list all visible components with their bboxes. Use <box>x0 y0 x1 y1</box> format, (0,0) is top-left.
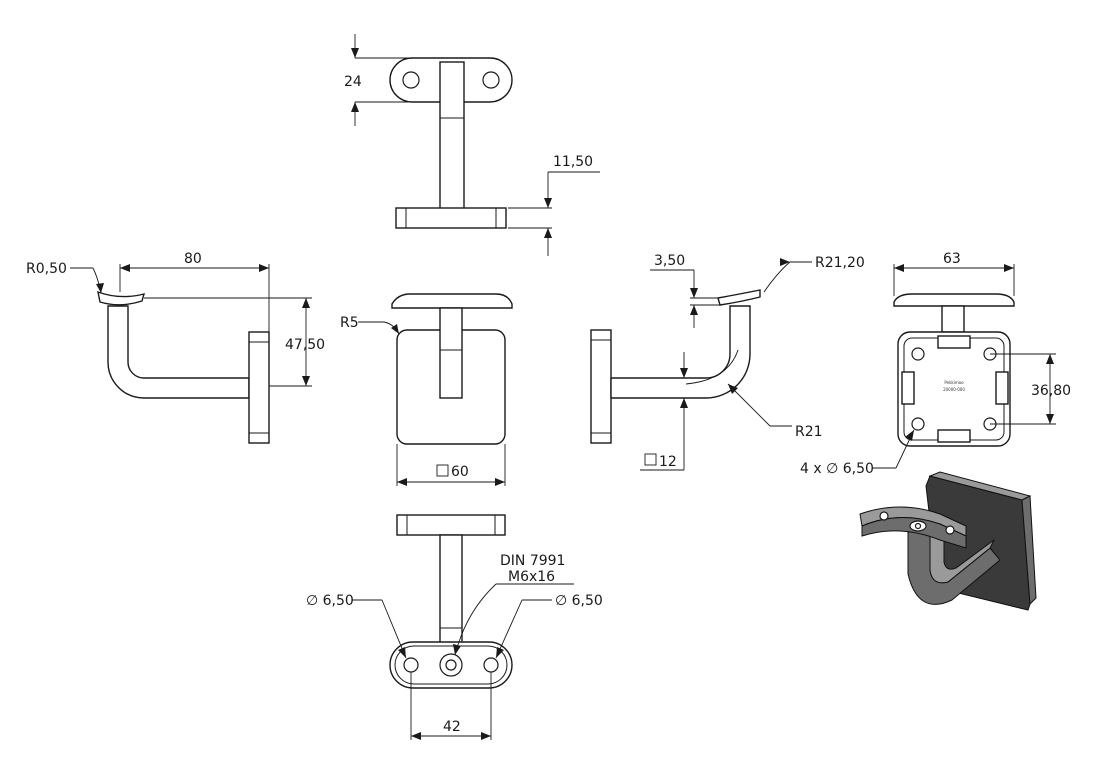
dim-bottom-hole-left: ∅ 6,50 <box>306 593 354 609</box>
right-view-base-plate <box>590 329 612 444</box>
dim-side-radius-small: R0,50 <box>26 261 67 277</box>
dim-bottom-hole-right: ∅ 6,50 <box>555 593 603 609</box>
dim-front-square: 60 <box>451 464 469 480</box>
plate-engraving-line-2: 20000-000 <box>943 387 965 392</box>
bottom-view-hole-left <box>403 657 419 673</box>
dim-far-hole-spacing: 36,80 <box>1031 383 1071 399</box>
top-view-bar <box>439 61 465 213</box>
iso-hole <box>879 511 889 521</box>
bottom-view-base-plate <box>396 514 506 536</box>
dim-bottom-hole-spacing: 42 <box>443 719 461 735</box>
back-view-hole <box>911 347 925 361</box>
front-view-bar <box>439 307 463 399</box>
dim-right-saddle-thickness: 3,50 <box>654 253 685 269</box>
right-view-saddle <box>717 289 761 306</box>
dim-side-length: 80 <box>184 251 202 267</box>
bottom-view-screw-hole <box>445 659 457 671</box>
left-view-arm <box>107 305 250 399</box>
back-view-bar <box>941 305 965 333</box>
top-view-base-plate <box>395 207 507 229</box>
dim-top-height: 24 <box>344 74 362 90</box>
dim-right-bar-square: 12 <box>659 454 677 470</box>
back-view-saddle <box>893 293 1015 307</box>
dim-bottom-screw-standard: DIN 7991 <box>500 553 565 569</box>
iso-hole <box>945 525 955 535</box>
dim-far-width: 63 <box>943 251 961 267</box>
back-view-slot-bottom <box>937 429 971 443</box>
front-view-saddle <box>391 293 513 309</box>
dim-side-height: 47,50 <box>285 337 325 353</box>
front-view: R5 60 <box>340 293 513 486</box>
back-view: Pekkimoo 20000-000 63 36,80 4 x ∅ 6,50 <box>800 251 1071 477</box>
bottom-view-hole-right <box>483 657 499 673</box>
dim-right-radius-inner: R21 <box>795 424 823 440</box>
dim-bottom-screw-size: M6x16 <box>508 569 555 585</box>
dim-top-base-thickness: 11,50 <box>553 154 593 170</box>
left-side-view: 80 R0,50 47,50 <box>26 251 325 444</box>
back-view-slot-top <box>937 335 971 349</box>
dim-far-holes: 4 x ∅ 6,50 <box>800 461 874 477</box>
dim-front-radius: R5 <box>340 315 359 331</box>
dim-right-radius-outer: R21,20 <box>815 255 865 271</box>
back-view-slot-right <box>995 371 1009 405</box>
left-view-base-plate <box>248 331 270 444</box>
top-view: 24 11,50 <box>344 34 600 256</box>
back-view-base-plate <box>897 331 1011 447</box>
isometric-view <box>859 471 1037 611</box>
left-view-saddle <box>97 290 146 306</box>
back-view-hole <box>911 417 925 431</box>
plate-engraving-line-1: Pekkimoo <box>944 380 964 385</box>
bottom-view: ∅ 6,50 ∅ 6,50 DIN 7991 M6x16 42 <box>306 514 603 740</box>
back-view-slot-left <box>901 371 915 405</box>
top-view-hole-left <box>402 71 420 89</box>
top-view-hole-right <box>482 71 500 89</box>
right-side-view: 3,50 R21,20 R21 12 <box>590 253 865 471</box>
right-view-arm <box>610 305 751 399</box>
